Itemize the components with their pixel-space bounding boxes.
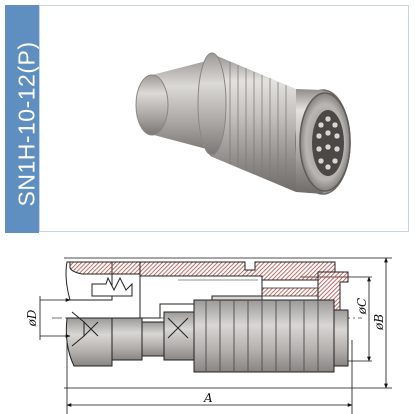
product-photo-frame (39, 5, 409, 232)
dimension-b-label: øB (372, 314, 386, 331)
dimension-a-label: A (203, 391, 213, 405)
connector-photo (135, 52, 351, 195)
connector-image (135, 52, 351, 195)
external-lower-half (65, 299, 349, 373)
section-upper-half (65, 261, 349, 319)
dimension-d-label: øD (25, 309, 39, 327)
technical-drawing: A øB øC øD (25, 257, 392, 414)
model-number: SN1H-10-12(P) (13, 41, 40, 207)
dimension-c-label: øC (355, 298, 369, 315)
model-tab: SN1H-10-12(P) (5, 5, 40, 233)
